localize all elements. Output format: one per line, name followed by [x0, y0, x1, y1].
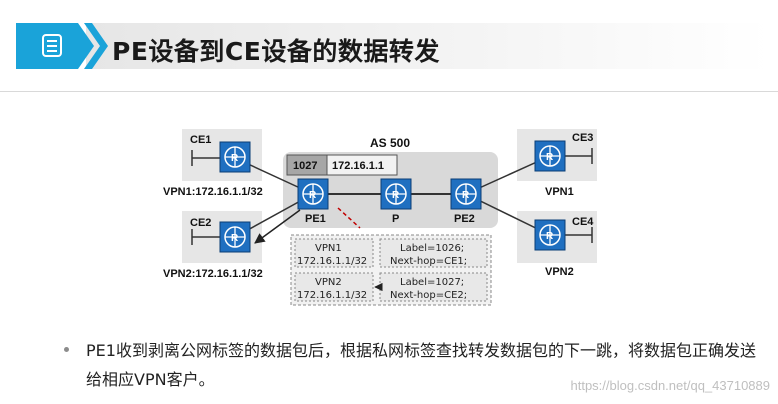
router-icon: R: [219, 221, 251, 253]
node-label-ce4: CE4: [572, 216, 594, 228]
router-icon: R: [380, 178, 412, 210]
svg-text:R: R: [546, 231, 554, 242]
as-label: AS 500: [370, 136, 410, 150]
router-icon: R: [534, 219, 566, 251]
vrf-row-1-action-cell: [379, 238, 488, 268]
label-value: 1027: [293, 160, 317, 172]
vrf-row-2-next-hop: Next-hop=CE2;: [390, 290, 467, 301]
document-icon: [42, 34, 62, 57]
svg-text:R: R: [231, 153, 239, 164]
vrf-row-2-action-cell: [379, 272, 488, 302]
node-label-p: P: [392, 213, 399, 225]
vrf-row-2-prefix: 172.16.1.1/32: [297, 290, 367, 301]
vrf-row-1-vpn: VPN1: [315, 243, 342, 254]
header-divider: [0, 91, 778, 92]
site-label-left-top: VPN1:172.16.1.1/32: [163, 186, 263, 198]
router-icon: R: [297, 178, 329, 210]
site-label-right-top: VPN1: [545, 186, 574, 198]
router-icon: R: [219, 141, 251, 173]
mpls-vpn-diagram: AS 500 1027 172.16.1.1 R R R: [163, 129, 597, 306]
site-label-right-bottom: VPN2: [545, 266, 574, 278]
vrf-row-2-label: Label=1027;: [400, 277, 464, 288]
vrf-row-1-vpn-cell: [294, 238, 374, 268]
forward-arrow: [254, 209, 301, 244]
node-label-pe1: PE1: [305, 213, 326, 225]
vrf-row-1-prefix: 172.16.1.1/32: [297, 256, 367, 267]
vrf-row-2-vpn-cell: [294, 272, 374, 302]
node-label-ce2: CE2: [190, 217, 211, 229]
node-label-ce3: CE3: [572, 132, 593, 144]
label-stack-address: [326, 154, 398, 176]
vrf-row-1-next-hop: Next-hop=CE1;: [390, 256, 467, 267]
title-banner: [16, 23, 770, 69]
svg-text:R: R: [231, 233, 239, 244]
router-icon: R: [534, 140, 566, 172]
node-label-pe2: PE2: [454, 213, 475, 225]
header: PE设备到CE设备的数据转发: [0, 0, 778, 92]
watermark: https://blog.csdn.net/qq_43710889: [570, 378, 771, 393]
bullet-dot: [64, 347, 69, 352]
vrf-pointer: [337, 207, 361, 229]
vrf-row-1-label: Label=1026;: [400, 243, 464, 254]
router-icon: R: [450, 178, 482, 210]
svg-text:R: R: [309, 190, 317, 201]
svg-text:R: R: [392, 190, 400, 201]
page-title: PE设备到CE设备的数据转发: [112, 37, 440, 66]
node-label-ce1: CE1: [190, 134, 211, 146]
label-address: 172.16.1.1: [332, 160, 384, 172]
site-label-left-bottom: VPN2:172.16.1.1/32: [163, 268, 263, 280]
bullet-text: PE1收到剥离公网标签的数据包后，根据私网标签查找转发数据包的下一跳，将数据包正…: [86, 341, 756, 389]
vrf-row-2-vpn: VPN2: [315, 277, 342, 288]
svg-text:R: R: [462, 190, 470, 201]
svg-text:R: R: [546, 152, 554, 163]
